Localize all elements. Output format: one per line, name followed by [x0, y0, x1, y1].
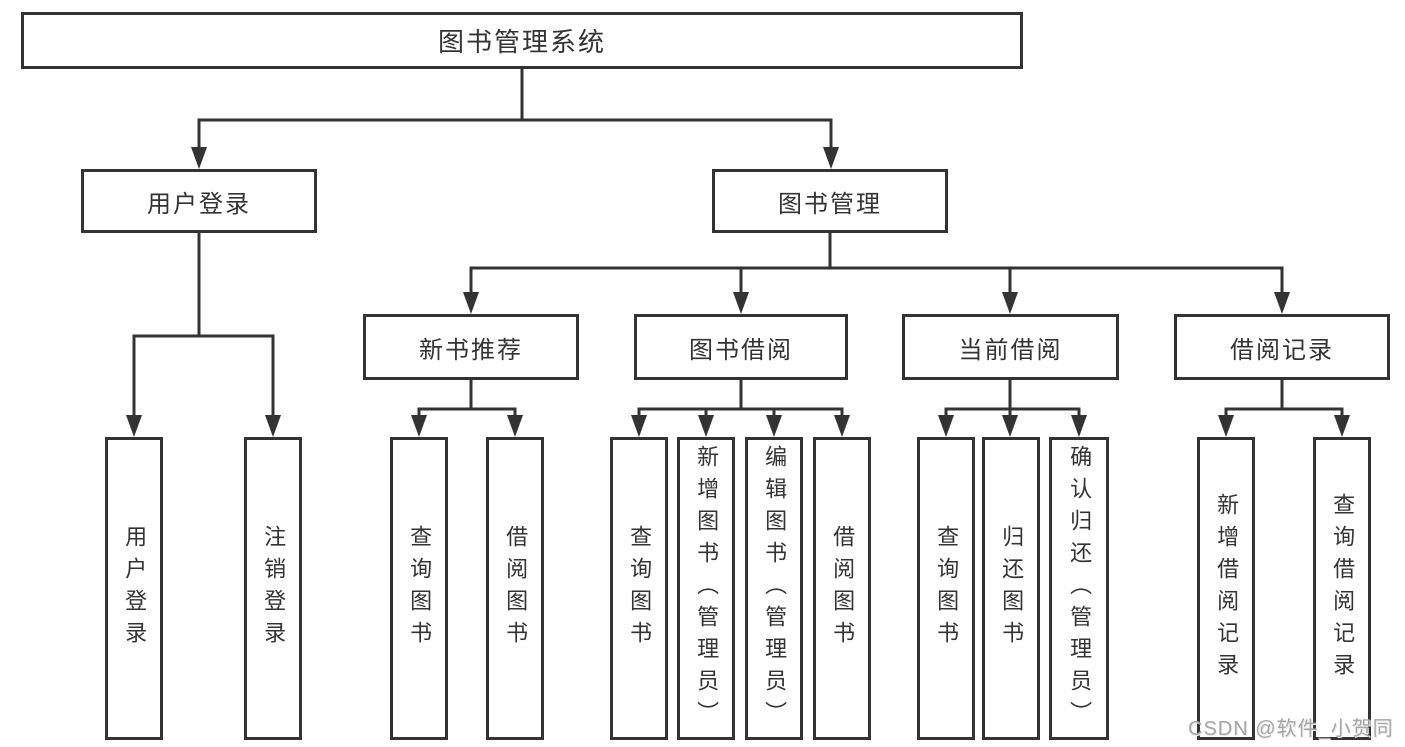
- arrowhead: [1071, 415, 1087, 437]
- leaf-label: 查询图书: [934, 524, 960, 653]
- leaf-confirm-return-admin: 确认归还（管理员）: [1049, 437, 1109, 740]
- arrowhead: [834, 415, 850, 437]
- leaf-label: 用户登录: [122, 524, 148, 653]
- leaf-query-books-borrowing: 查询图书: [610, 437, 668, 740]
- arrowhead: [1002, 415, 1018, 437]
- leaf-label: 借阅图书: [830, 524, 856, 653]
- connector-root-to-level2: [191, 67, 839, 169]
- leaf-query-books-current: 查询图书: [917, 437, 975, 740]
- arrowhead: [411, 415, 427, 437]
- arrowhead: [463, 292, 479, 314]
- node-book-management: 图书管理: [712, 169, 948, 233]
- node-label: 当前借阅: [958, 336, 1063, 364]
- arrowhead: [1274, 292, 1290, 314]
- node-book-borrowing: 图书借阅: [634, 314, 848, 380]
- leaf-label: 借阅图书: [503, 524, 529, 653]
- leaf-label: 查询图书: [627, 524, 653, 653]
- arrowhead: [766, 415, 782, 437]
- leaf-add-books-admin: 新增图书（管理员）: [677, 437, 735, 740]
- leaf-query-borrow-record: 查询借阅记录: [1313, 437, 1371, 740]
- node-borrowing-records: 借阅记录: [1174, 314, 1390, 380]
- arrowhead: [126, 415, 142, 437]
- node-user-login: 用户登录: [81, 169, 317, 233]
- leaf-query-books-recommend: 查询图书: [390, 437, 448, 740]
- connector-current-borrowing-to-leaves: [938, 378, 1087, 437]
- leaf-label: 查询图书: [407, 524, 433, 653]
- node-library-management-system: 图书管理系统: [21, 12, 1023, 69]
- connector-book-management-to-level3: [463, 231, 1290, 314]
- node-new-book-recommendation: 新书推荐: [363, 314, 579, 380]
- arrowhead: [733, 292, 749, 314]
- arrowhead: [938, 415, 954, 437]
- arrowhead: [698, 415, 714, 437]
- arrowhead: [1002, 292, 1018, 314]
- arrowhead: [191, 147, 207, 169]
- arrowhead: [265, 415, 281, 437]
- node-label: 借阅记录: [1230, 336, 1334, 364]
- connector-new-book-recommendation-to-leaves: [411, 378, 523, 437]
- arrowhead: [823, 147, 839, 169]
- node-label: 图书管理: [778, 190, 882, 218]
- node-label: 图书借阅: [689, 336, 793, 364]
- leaf-label: 新增借阅记录: [1214, 492, 1240, 685]
- leaf-label: 查询借阅记录: [1330, 492, 1356, 685]
- leaf-label: 确认归还（管理员）: [1067, 444, 1093, 733]
- connector-book-borrowing-to-leaves: [631, 378, 850, 437]
- connector-user-login-to-leaves: [126, 231, 281, 437]
- leaf-user-login: 用户登录: [105, 437, 163, 740]
- leaf-label: 新增图书（管理员）: [694, 444, 720, 733]
- arrowhead: [507, 415, 523, 437]
- leaf-borrow-books-borrowing: 借阅图书: [813, 437, 871, 740]
- leaf-logout-login: 注销登录: [244, 437, 302, 740]
- node-current-borrowing: 当前借阅: [902, 314, 1119, 380]
- arrowhead: [1218, 415, 1234, 437]
- connector-borrowing-records-to-leaves: [1218, 378, 1350, 437]
- leaf-edit-books-admin: 编辑图书（管理员）: [745, 437, 803, 740]
- arrowhead: [631, 415, 647, 437]
- node-label: 用户登录: [147, 190, 251, 218]
- leaf-label: 编辑图书（管理员）: [762, 444, 788, 733]
- node-label: 图书管理系统: [437, 27, 606, 57]
- arrowhead: [1334, 415, 1350, 437]
- leaf-label: 归还图书: [999, 524, 1025, 653]
- leaf-add-borrow-record: 新增借阅记录: [1197, 437, 1255, 740]
- leaf-label: 注销登录: [261, 524, 287, 653]
- node-label: 新书推荐: [419, 336, 523, 364]
- leaf-borrow-books-recommend: 借阅图书: [486, 437, 544, 740]
- leaf-return-books: 归还图书: [982, 437, 1040, 740]
